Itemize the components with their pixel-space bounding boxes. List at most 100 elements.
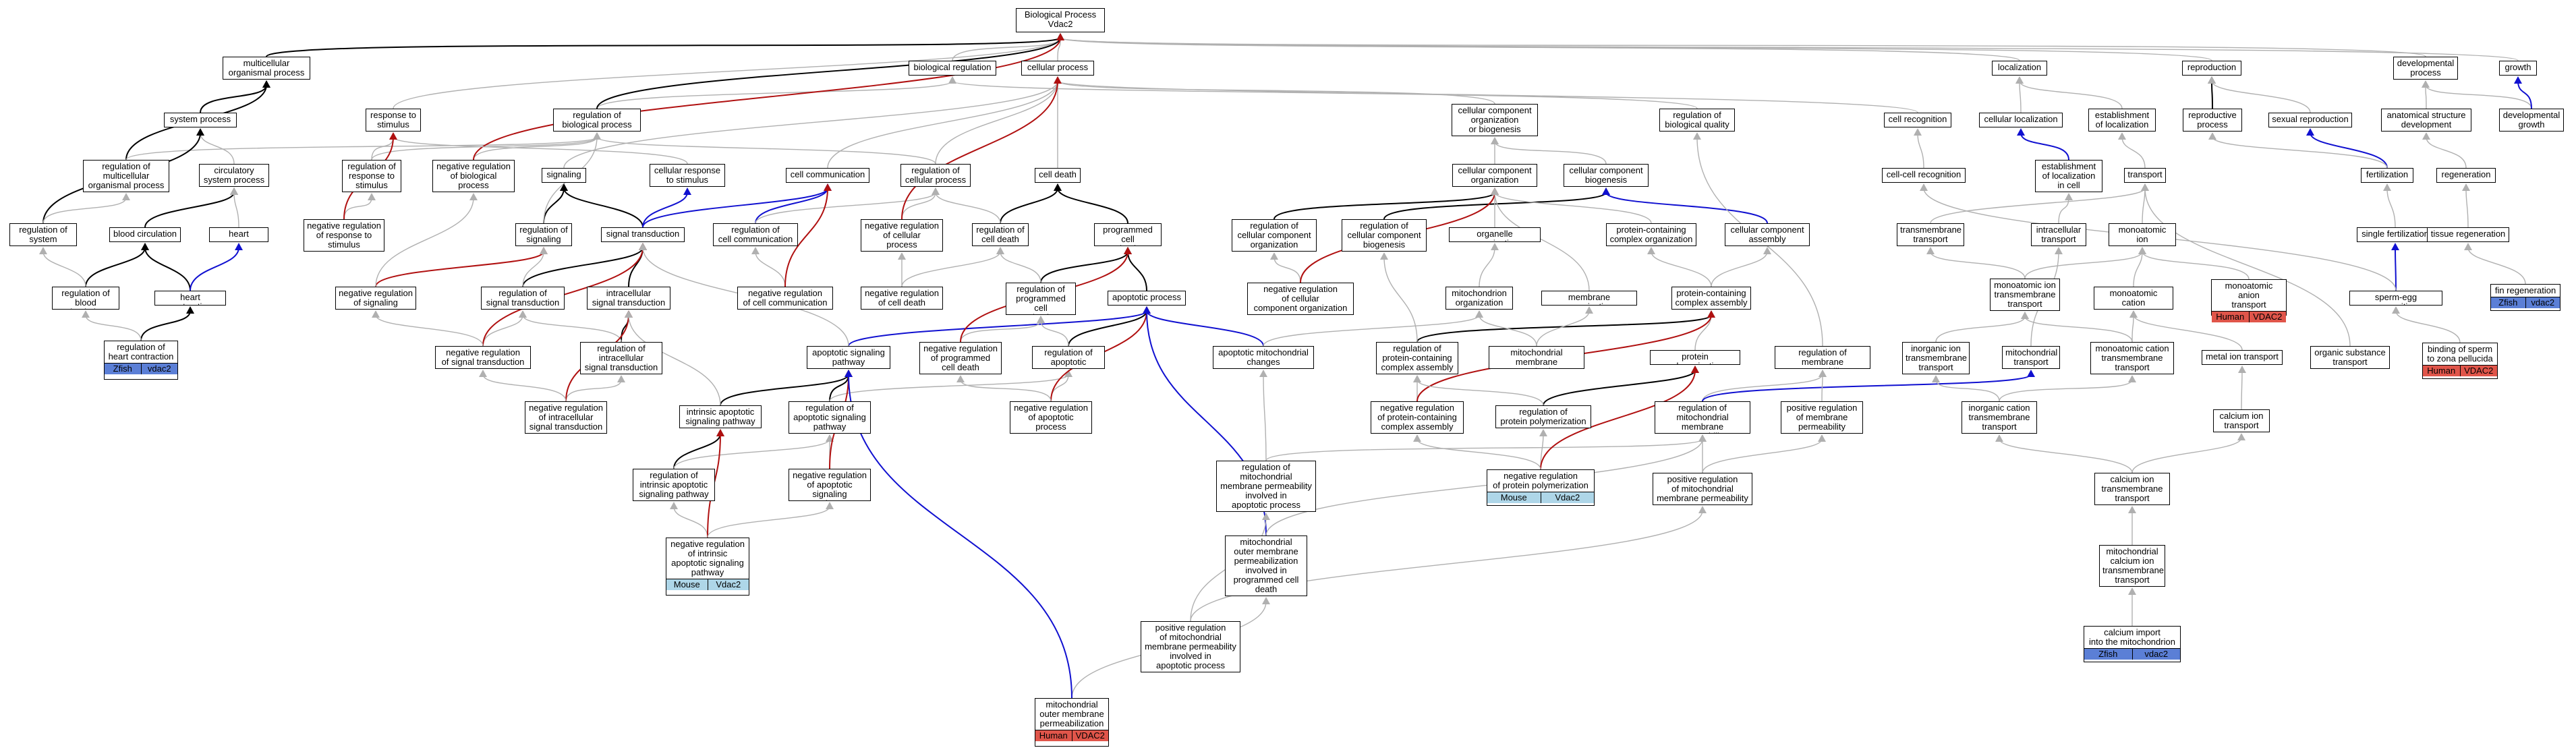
node-mitochondrion-organization[interactable]: mitochondrion organization (1446, 287, 1513, 310)
node-pos-reg-membrane-permeability[interactable]: positive regulation of membrane permeabi… (1781, 401, 1863, 434)
leaf-node-fin-regeneration[interactable]: fin regeneration Zfish vdac2 (2490, 284, 2560, 311)
leaf-node-reg-heart-contraction[interactable]: regulation of heart contraction Zfish vd… (104, 341, 178, 380)
node-cell-communication[interactable]: cell communication (786, 168, 869, 183)
node-neg-reg-signaling[interactable]: negative regulation of signaling (335, 287, 416, 310)
node-pc-complex-assembly[interactable]: protein-containing complex assembly (1671, 287, 1751, 310)
node-circulatory-system-process[interactable]: circulatory system process (199, 164, 269, 187)
node-reg-mompiap[interactable]: regulation of mitochondrial membrane per… (1216, 461, 1316, 512)
node-cellular-process[interactable]: cellular process (1021, 61, 1094, 76)
node-single-fertilization[interactable]: single fertilization (2357, 227, 2434, 242)
node-pos-reg-mompiap[interactable]: positive regulation of mitochondrial mem… (1141, 621, 1240, 672)
node-reg-pc-complex-assembly[interactable]: regulation of protein-containing complex… (1376, 342, 1458, 374)
node-metal-ion-transport[interactable]: metal ion transport (2202, 350, 2283, 365)
node-neg-reg-cellular-process[interactable]: negative regulation of cellular process (861, 219, 943, 252)
node-regulation-of-biological-quality[interactable]: regulation of biological quality (1659, 109, 1735, 132)
node-intrinsic-apoptotic-sp[interactable]: intrinsic apoptotic signaling pathway (679, 405, 762, 428)
node-mitochondrial-transport[interactable]: mitochondrial transport (2002, 346, 2060, 369)
leaf-node-neg-reg-intrinsic-apoptotic[interactable]: negative regulation of intrinsic apoptot… (666, 538, 749, 596)
node-cellular-component-organization[interactable]: cellular component organization (1452, 164, 1537, 187)
node-growth[interactable]: growth (2499, 61, 2537, 76)
node-pos-reg-mito-membrane-permeability[interactable]: positive regulation of mitochondrial mem… (1653, 473, 1752, 505)
node-intracellular-signal-transduction[interactable]: intracellular signal transduction (587, 287, 670, 310)
node-response-to-stimulus[interactable]: response to stimulus (366, 109, 421, 132)
node-reg-cellular-process[interactable]: regulation of cellular process (900, 164, 971, 187)
node-reg-mito-membrane-permeability[interactable]: regulation of mitochondrial membrane per… (1655, 401, 1750, 434)
node-mompipcd[interactable]: mitochondrial outer membrane permeabiliz… (1225, 536, 1307, 596)
node-calcium-ion-tm-transport[interactable]: calcium ion transmembrane transport (2094, 473, 2170, 505)
node-neg-reg-apoptotic-sp[interactable]: negative regulation of apoptotic signali… (789, 469, 871, 501)
node-reg-cell-death[interactable]: regulation of cell death (972, 223, 1029, 246)
node-reg-intrinsic-apoptotic-sp[interactable]: regulation of intrinsic apoptotic signal… (633, 469, 715, 501)
node-cc-assembly[interactable]: cellular component assembly (1725, 223, 1810, 246)
node-cellular-component-biogenesis[interactable]: cellular component biogenesis (1564, 164, 1649, 187)
node-signal-transduction[interactable]: signal transduction (601, 227, 685, 242)
node-membrane-organization[interactable]: membrane organization (1541, 291, 1637, 306)
node-establishment-of-localization-in-cell[interactable]: establishment of localization in cell (2035, 160, 2102, 192)
leaf-node-monoatomic-anion-transport[interactable]: monoatomic anion transport Human VDAC2 (2211, 279, 2287, 322)
node-reproductive-process[interactable]: reproductive process (2183, 109, 2242, 132)
node-system-process[interactable]: system process (164, 113, 237, 127)
leaf-node-neg-reg-protein-polymerization[interactable]: negative regulation of protein polymeriz… (1487, 469, 1595, 506)
node-reg-protein-polymerization[interactable]: regulation of protein polymerization (1495, 405, 1591, 428)
node-mito-membrane-org[interactable]: mitochondrial membrane organization (1489, 346, 1584, 369)
node-cellular-localization[interactable]: cellular localization (1979, 113, 2063, 127)
node-reg-system-process[interactable]: regulation of system process (9, 223, 77, 246)
node-neg-reg-cell-death[interactable]: negative regulation of cell death (861, 287, 943, 310)
node-calcium-ion-transport[interactable]: calcium ion transport (2213, 409, 2270, 432)
leaf-node-mito-outer-membrane-permeabilization[interactable]: mitochondrial outer membrane permeabiliz… (1035, 698, 1109, 747)
node-reg-cc-biogenesis[interactable]: regulation of cellular component biogene… (1342, 219, 1427, 252)
node-reg-apoptotic-process[interactable]: regulation of apoptotic process (1032, 346, 1105, 369)
node-intracellular-transport[interactable]: intracellular transport (2031, 223, 2086, 246)
node-localization[interactable]: localization (1992, 61, 2047, 76)
node-neg-reg-pcd[interactable]: negative regulation of programmed cell d… (919, 342, 1002, 374)
node-neg-reg-cell-communication[interactable]: negative regulation of cell communicatio… (737, 287, 833, 310)
node-cellular-response-to-stimulus[interactable]: cellular response to stimulus (650, 164, 725, 187)
node-reg-blood-circulation[interactable]: regulation of blood circulation (52, 287, 119, 310)
node-pc-complex-org[interactable]: protein-containing complex organization (1606, 223, 1696, 246)
node-regeneration[interactable]: regeneration (2436, 168, 2496, 183)
node-neg-reg-biological-process[interactable]: negative regulation of biological proces… (432, 160, 515, 192)
node-biological-regulation[interactable]: biological regulation (909, 61, 996, 76)
node-tissue-regeneration[interactable]: tissue regeneration (2427, 227, 2509, 242)
node-monoatomic-ion-transport[interactable]: monoatomic ion transport (2109, 223, 2176, 246)
node-blood-circulation[interactable]: blood circulation (109, 227, 181, 242)
node-developmental-growth[interactable]: developmental growth (2499, 109, 2564, 132)
node-reg-multicellular[interactable]: regulation of multicellular organismal p… (83, 160, 169, 192)
node-programmed-cell-death[interactable]: programmed cell death (1094, 223, 1162, 246)
leaf-node-calcium-import-mitochondrion[interactable]: calcium import into the mitochondrion Zf… (2084, 626, 2181, 662)
node-inorganic-cation-tm-transport[interactable]: inorganic cation transmembrane transport (1962, 401, 2037, 434)
node-root[interactable]: Biological Process Vdac2 (1016, 8, 1105, 32)
node-apoptotic-process[interactable]: apoptotic process (1108, 291, 1186, 306)
node-neg-reg-pc-complex-assembly[interactable]: negative regulation of protein-containin… (1371, 401, 1464, 434)
node-reg-cc-org[interactable]: regulation of cellular component organiz… (1232, 219, 1317, 252)
node-apoptotic-signaling-pathway[interactable]: apoptotic signaling pathway (807, 346, 890, 369)
node-apoptotic-mito-changes[interactable]: apoptotic mitochondrial changes (1213, 346, 1314, 369)
node-neg-reg-cc-org[interactable]: negative regulation of cellular componen… (1247, 283, 1354, 315)
node-establishment-of-localization[interactable]: establishment of localization (2088, 109, 2156, 132)
node-regulation-of-biological-process[interactable]: regulation of biological process (553, 109, 641, 132)
node-transport[interactable]: transport (2124, 168, 2166, 183)
node-reg-signal-transduction[interactable]: regulation of signal transduction (481, 287, 565, 310)
node-transmembrane-transport[interactable]: transmembrane transport (1897, 223, 1964, 246)
node-monoatomic-ion-tm-transport[interactable]: monoatomic ion transmembrane transport (1990, 279, 2060, 311)
node-fertilization[interactable]: fertilization (2361, 168, 2413, 183)
node-ccob[interactable]: cellular component organization or bioge… (1452, 104, 1538, 136)
node-sexual-reproduction[interactable]: sexual reproduction (2268, 113, 2352, 127)
node-neg-reg-signal-transduction[interactable]: negative regulation of signal transducti… (435, 346, 531, 369)
node-sperm-egg-recognition[interactable]: sperm-egg recognition (2349, 291, 2442, 306)
node-developmental-process[interactable]: developmental process (2393, 57, 2458, 80)
node-mito-calcium-ion-tm-transport[interactable]: mitochondrial calcium ion transmembrane … (2099, 545, 2165, 587)
node-neg-reg-response-to-stimulus[interactable]: negative regulation of response to stimu… (304, 219, 384, 252)
node-organelle-organization[interactable]: organelle organization (1449, 227, 1541, 242)
node-reg-membrane-permeability[interactable]: regulation of membrane permeability (1775, 346, 1870, 369)
node-inorganic-ion-tm-transport[interactable]: inorganic ion transmembrane transport (1902, 342, 1970, 374)
node-reg-cell-communication[interactable]: regulation of cell communication (713, 223, 798, 246)
node-reg-signaling[interactable]: regulation of signaling (515, 223, 572, 246)
node-organic-substance-transport[interactable]: organic substance transport (2310, 346, 2390, 369)
node-monoatomic-cation-transport[interactable]: monoatomic cation transport (2094, 287, 2173, 310)
node-cell-recognition[interactable]: cell recognition (1884, 113, 1951, 127)
node-protein-polymerization[interactable]: protein polymerization (1650, 350, 1740, 365)
node-reg-response-to-stimulus[interactable]: regulation of response to stimulus (342, 160, 401, 192)
node-cell-cell-recognition[interactable]: cell-cell recognition (1882, 168, 1966, 183)
node-signaling[interactable]: signaling (542, 168, 586, 183)
